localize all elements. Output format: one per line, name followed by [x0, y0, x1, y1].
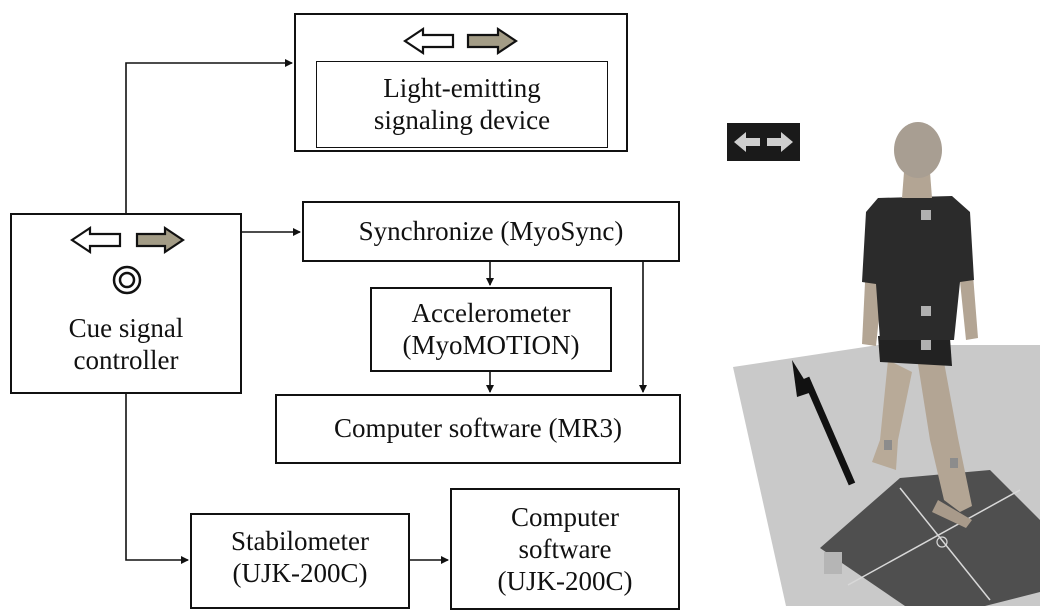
right-arrow-filled-icon [466, 26, 518, 56]
accelerometer-box [370, 287, 612, 372]
light-device-label: Light-emitting signaling device [373, 72, 551, 135]
software-mr3-box [275, 394, 681, 464]
left-arrow-outline-icon [403, 26, 455, 56]
cue-controller-box [10, 213, 242, 394]
walking-direction-arrow-icon [792, 360, 856, 486]
light-device-inner-box [316, 61, 608, 148]
force-plate [820, 470, 1040, 606]
software-ujk-label: Computer software (UJK-200C) [497, 502, 633, 596]
cue-controller-label: Cue signal controller [68, 313, 184, 375]
stabilometer-label: Stabilometer (UJK-200C) [231, 526, 369, 588]
edge-controller-to-light-device [125, 59, 293, 213]
synchronize-label: Synchronize (MyoSync) [358, 215, 624, 246]
stabilometer-box [190, 513, 410, 609]
software-mr3-label: Computer software (MR3) [334, 413, 622, 444]
right-arrow-filled-icon [135, 225, 185, 255]
target-button-icon [112, 265, 142, 295]
bidirectional-arrow-sign-icon [727, 123, 800, 161]
walking-person [862, 122, 978, 528]
accelerometer-label: Accelerometer (MyoMOTION) [402, 297, 580, 360]
left-arrow-outline-icon [70, 225, 122, 255]
edge-controller-to-stabilometer [125, 394, 189, 564]
synchronize-box [302, 201, 680, 262]
